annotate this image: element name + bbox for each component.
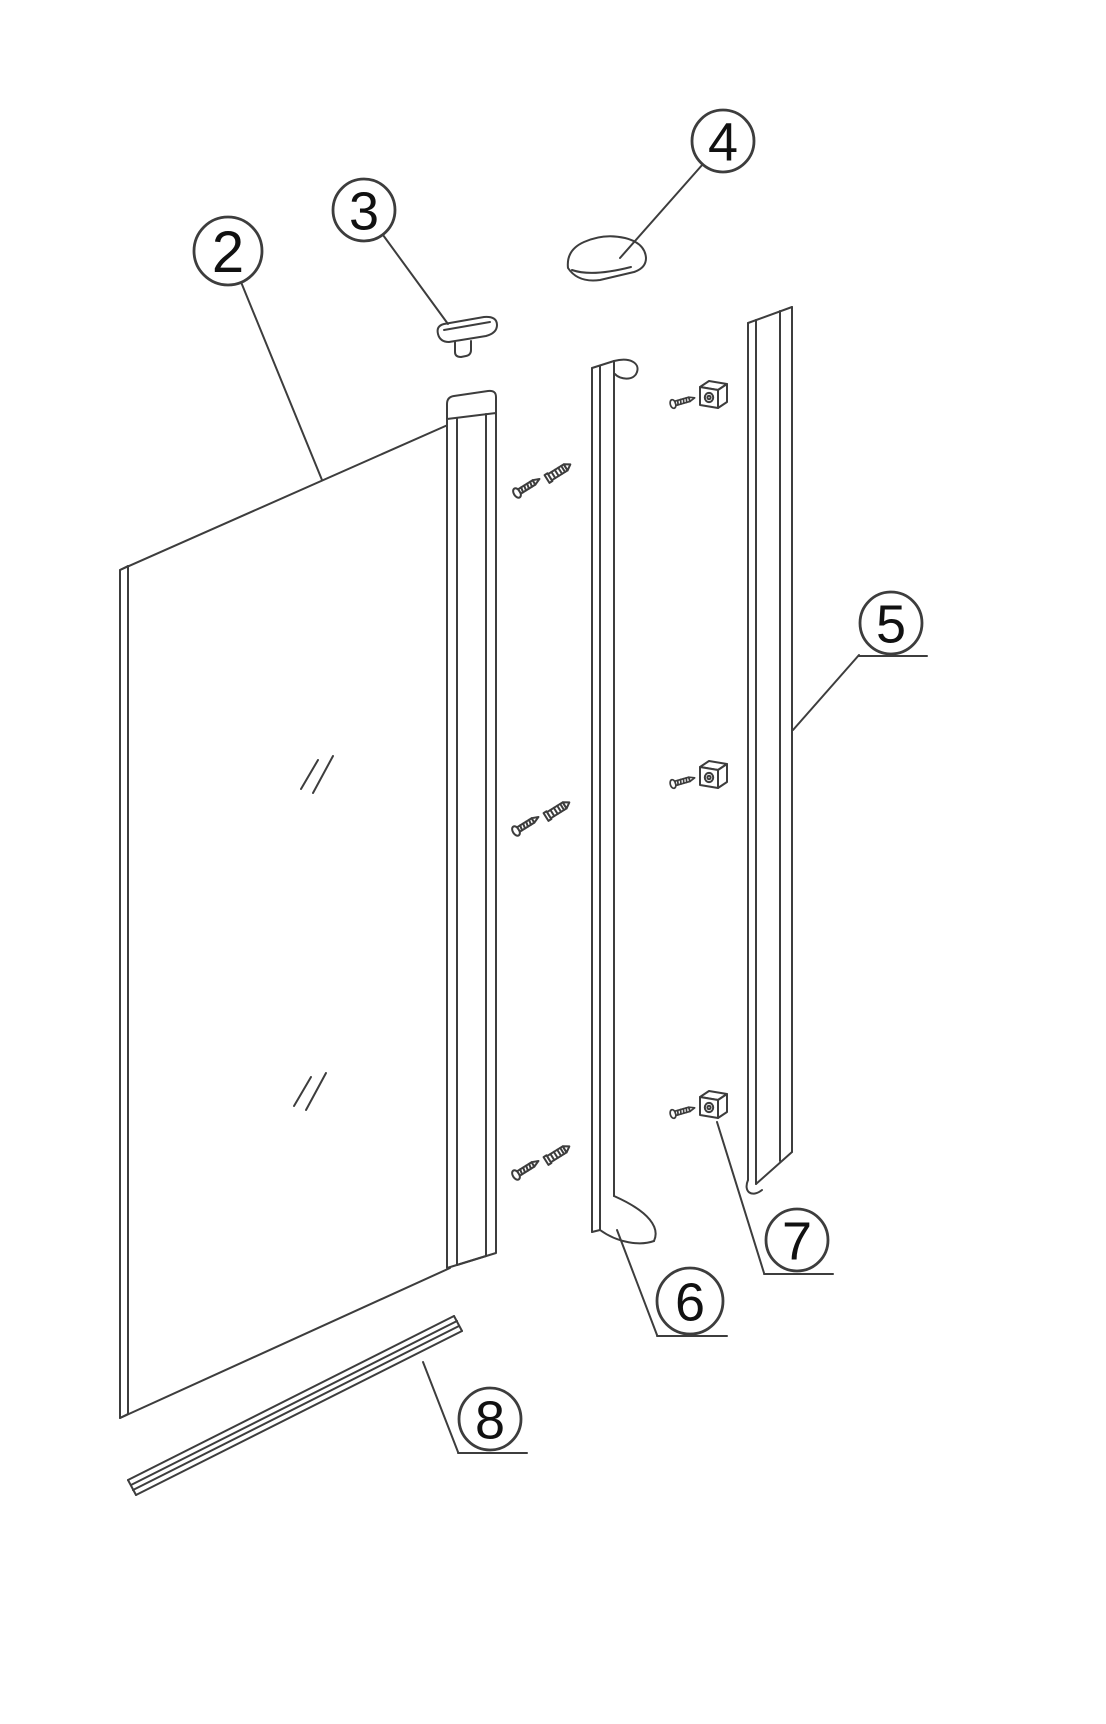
callout-6-label: 6 (675, 1272, 705, 1332)
top-cap-small (436, 315, 498, 358)
bottom-seal (127, 1315, 463, 1496)
screw-icon (510, 473, 544, 501)
callout-4-label: 4 (708, 112, 738, 172)
callouts: 2 3 4 5 6 (192, 108, 928, 1454)
callout-7: 7 (716, 1121, 834, 1275)
callout-3-label: 3 (349, 181, 379, 241)
screw-icon (668, 1102, 697, 1120)
callout-5-label: 5 (876, 594, 906, 654)
mounting-clip-bottom (668, 1090, 728, 1120)
center-profile (591, 358, 657, 1245)
panel-edge-profile (446, 389, 497, 1269)
mounting-clip-top (668, 380, 728, 410)
callout-4: 4 (619, 108, 756, 259)
screw-pair-top (510, 459, 574, 501)
top-cap-corner (566, 235, 647, 282)
callout-2: 2 (192, 215, 323, 481)
anchor-icon (542, 797, 573, 822)
drawing-root: 2 3 4 5 6 (119, 108, 928, 1496)
callout-6: 6 (616, 1229, 728, 1337)
glass-shine-marks (293, 755, 334, 1111)
screw-icon (509, 1155, 543, 1183)
callout-3: 3 (331, 177, 449, 325)
screw-icon (668, 392, 697, 410)
mounting-clip-middle (668, 760, 728, 790)
callout-7-label: 7 (782, 1211, 812, 1271)
screw-icon (509, 811, 543, 839)
callout-8: 8 (422, 1361, 528, 1454)
callout-2-label: 2 (212, 220, 244, 285)
screw-pair-middle (509, 797, 573, 839)
screw-pair-bottom (509, 1141, 573, 1183)
clip-icon (699, 1090, 728, 1119)
wall-profile (745, 306, 793, 1195)
callout-5: 5 (792, 590, 928, 731)
callout-8-label: 8 (475, 1390, 505, 1450)
clip-icon (699, 380, 728, 409)
clip-icon (699, 760, 728, 789)
anchor-icon (543, 459, 574, 484)
screw-icon (668, 772, 697, 790)
anchor-icon (542, 1141, 573, 1166)
glass-panel (119, 423, 451, 1419)
